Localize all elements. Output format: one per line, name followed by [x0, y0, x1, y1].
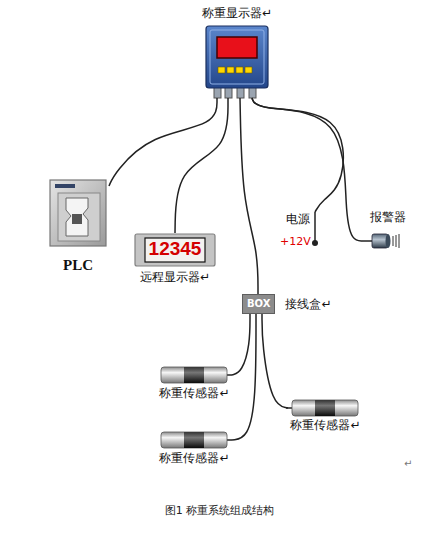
signal-wire: [109, 98, 217, 186]
node-label: 称重传感器↵: [290, 418, 360, 432]
alarm-icon: [399, 234, 400, 248]
weighing-display-device: [217, 37, 257, 58]
load-cell-node: 称重传感器↵: [157, 366, 232, 402]
weighing-display-device: [245, 67, 252, 73]
junction-box: BOX 接线盒↵: [242, 294, 332, 314]
node-label: 接线盒↵: [285, 297, 331, 311]
weighing-display-device: [218, 67, 225, 73]
remote-display: 12345 远程显示器↵: [134, 233, 216, 289]
signal-wire: [175, 98, 228, 233]
paragraph-mark: ↵: [404, 458, 412, 469]
load-cell: [292, 400, 358, 416]
figure-caption: 图1 称重系统组成结构: [0, 503, 439, 518]
power-terminal: [312, 240, 318, 246]
node-label: PLC: [63, 256, 93, 274]
weighing-display-device: [227, 67, 234, 73]
node-label: +12V: [280, 235, 311, 249]
signal-wire: [232, 314, 250, 375]
signal-wire: [232, 314, 256, 440]
weighing-display: 称重显示器↵: [194, 4, 280, 98]
remote-display-panel: [135, 234, 215, 266]
signal-wire: [262, 314, 288, 408]
plc-cabinet: [72, 214, 82, 224]
alarm-icon: [393, 236, 394, 246]
node-label: 电源: [286, 212, 310, 226]
signal-wire: [252, 98, 343, 212]
plc-cabinet: [50, 180, 106, 246]
alarm: 报警器: [363, 208, 413, 252]
load-cell: [161, 432, 227, 448]
plc: PLC: [47, 178, 109, 276]
load-cell: [161, 367, 227, 383]
weighing-display-device: [206, 26, 268, 88]
power-terminal: [314, 212, 316, 241]
weighing-display-device: [210, 30, 264, 84]
node-label: 远程显示器↵: [140, 270, 210, 284]
signal-wire: [252, 98, 363, 241]
load-cell: [184, 367, 204, 383]
load-cell: [161, 367, 232, 383]
plc-cabinet: [55, 184, 75, 188]
alarm-icon: [363, 240, 372, 242]
node-label: 称重传感器↵: [159, 386, 229, 400]
node-label: 报警器: [370, 210, 406, 224]
load-cell-node: 称重传感器↵: [288, 398, 363, 434]
load-cell: [184, 432, 204, 448]
load-cell-node: 称重传感器↵: [157, 431, 232, 467]
alarm-icon: [386, 234, 391, 248]
plc-cabinet: [50, 180, 106, 246]
signal-wire: [240, 98, 258, 294]
weighing-display-device: [206, 26, 268, 98]
load-cell: [315, 400, 335, 416]
weighing-display-device: [236, 67, 243, 73]
load-cell: [161, 432, 232, 448]
plc-cabinet: [58, 193, 100, 241]
alarm-icon: [363, 234, 399, 248]
node-label: 12345: [149, 233, 202, 265]
alarm-icon: [396, 235, 397, 247]
load-cell: [286, 400, 358, 416]
remote-display-panel: [135, 234, 215, 266]
node-label: 称重显示器↵: [202, 6, 272, 20]
power-terminal: [312, 212, 318, 246]
node-label: 称重传感器↵: [159, 451, 229, 465]
plc-cabinet: [66, 198, 88, 236]
node-label: BOX: [242, 294, 275, 314]
power-supply: 电源 +12V: [278, 212, 320, 252]
